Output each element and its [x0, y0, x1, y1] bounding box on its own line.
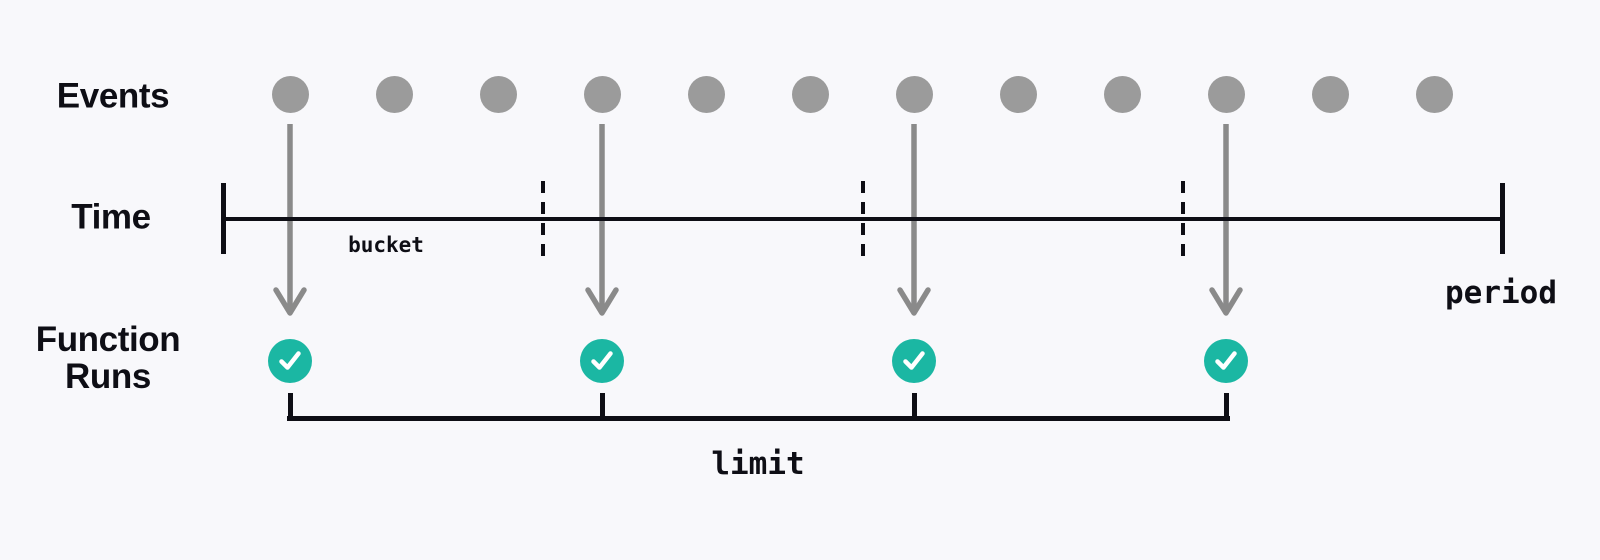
- event-dot: [1311, 76, 1349, 113]
- bucket-label: bucket: [348, 233, 424, 257]
- event-dot: [1415, 76, 1453, 113]
- bracket-riser: [287, 393, 293, 421]
- function-run: [580, 339, 624, 383]
- limit-label: limit: [711, 446, 805, 482]
- down-arrow-icon: [1204, 124, 1248, 320]
- down-arrow-icon: [892, 124, 936, 320]
- bracket-riser: [911, 393, 917, 421]
- timeline-end-tick: [1500, 183, 1505, 254]
- function-run: [268, 339, 312, 383]
- check-icon: [279, 351, 301, 370]
- check-icon: [1215, 351, 1237, 370]
- bucket-divider: [541, 181, 545, 256]
- event-dot: [1207, 76, 1245, 113]
- bracket-riser: [599, 393, 605, 421]
- limit-bracket-line: [287, 416, 1230, 421]
- event-dot: [583, 76, 621, 113]
- event-dot: [479, 76, 517, 113]
- down-arrow-icon: [580, 124, 624, 320]
- bucket-divider: [861, 181, 865, 256]
- down-arrow-icon: [268, 124, 312, 320]
- function-runs-label-line1: Function: [35, 320, 181, 359]
- period-label: period: [1445, 275, 1557, 311]
- function-runs-row-label: Function Runs: [8, 321, 208, 395]
- time-row-label: Time: [71, 197, 151, 237]
- timeline-start-tick: [221, 183, 226, 254]
- event-dot: [999, 76, 1037, 113]
- events-row-label: Events: [56, 76, 170, 116]
- bracket-riser: [1223, 393, 1229, 421]
- function-run: [1204, 339, 1248, 383]
- event-dot: [895, 76, 933, 113]
- function-run: [892, 339, 936, 383]
- check-icon: [591, 351, 613, 370]
- bucket-divider: [1181, 181, 1185, 256]
- check-icon: [903, 351, 925, 370]
- event-dot: [687, 76, 725, 113]
- function-runs-label-line2: Runs: [65, 357, 151, 396]
- event-dot: [791, 76, 829, 113]
- event-dot: [1103, 76, 1141, 113]
- event-dot: [271, 76, 309, 113]
- event-dot: [375, 76, 413, 113]
